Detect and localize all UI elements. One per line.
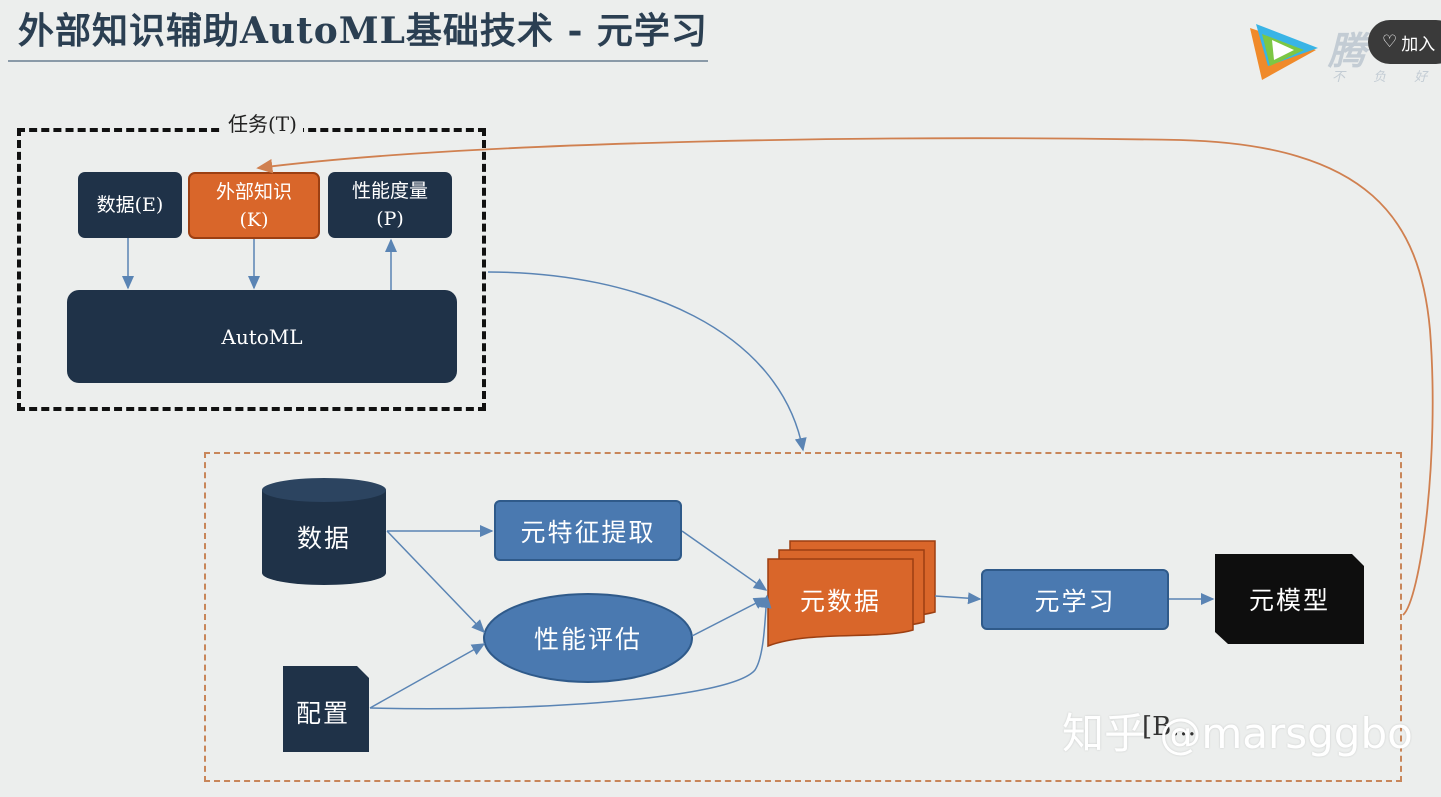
zhihu-watermark: 知乎 @marsggbo [1062, 709, 1413, 758]
feature-extraction-label: 元特征提取 [520, 517, 656, 547]
meta-model-box: 元模型 [1215, 566, 1364, 632]
logo-subtitle: 不 负 好 时 [1332, 70, 1441, 85]
follow-label: 加入 [1401, 34, 1436, 55]
meta-model-label: 元模型 [1248, 586, 1330, 615]
config-doc-label: 配置 [295, 699, 350, 728]
title-divider [8, 60, 708, 62]
perf-eval-shape [483, 593, 693, 683]
data-box-label: 数据(E) [96, 194, 164, 216]
external-knowledge-box: 外部知识 (K) [188, 172, 320, 239]
meta-learning-frame [204, 452, 1402, 782]
follow-button[interactable]: ♡ 加入 [1368, 20, 1441, 64]
data-cylinder-label: 数据 [296, 524, 351, 553]
logo-text: 腾 [1328, 28, 1367, 73]
data-cylinder: 数据 [262, 505, 386, 569]
reference-note: [B... [1142, 712, 1197, 742]
automl-label: AutoML [221, 324, 303, 349]
arrow-metadata-to-metalearning [934, 592, 982, 605]
performance-measure-box: 性能度量 (P) [328, 172, 452, 238]
meta-data-label: 元数据 [799, 587, 881, 616]
page-title: 外部知识辅助AutoML基础技术 - 元学习 [18, 10, 708, 52]
meta-learning-label: 元学习 [1034, 586, 1116, 616]
arrow-config-to-perf [369, 643, 486, 709]
config-doc: 配置 [283, 680, 363, 744]
meta-data-shape [767, 540, 936, 648]
arrow-task-to-meta [487, 271, 807, 452]
arrow-data-to-perf [386, 530, 486, 634]
heart-plus-icon: ♡ [1382, 32, 1398, 52]
meta-model-shape [1215, 554, 1364, 644]
perf-label-line2: (P) [376, 208, 404, 230]
config-doc-shape [283, 666, 369, 752]
feature-extraction-box: 元特征提取 [494, 500, 682, 561]
meta-learning-box: 元学习 [981, 569, 1169, 630]
arrow-model-to-knowledge [256, 137, 1434, 616]
knowledge-label-line1: 外部知识 [215, 180, 292, 203]
perf-eval-ellipse: 性能评估 [484, 606, 692, 670]
perf-eval-label: 性能评估 [533, 625, 642, 654]
arrow-feature-to-metadata [681, 530, 768, 591]
data-cylinder-shape [262, 478, 386, 585]
data-box: 数据(E) [78, 172, 182, 238]
knowledge-label-line2: (K) [239, 208, 269, 231]
arrow-config-to-metadata [369, 594, 772, 710]
perf-label-line1: 性能度量 [351, 180, 428, 202]
automl-box: AutoML [67, 290, 457, 383]
arrow-perf-to-metadata [691, 597, 768, 637]
meta-data-stack: 元数据 [768, 568, 913, 632]
task-label: 任务(T) [222, 108, 303, 137]
